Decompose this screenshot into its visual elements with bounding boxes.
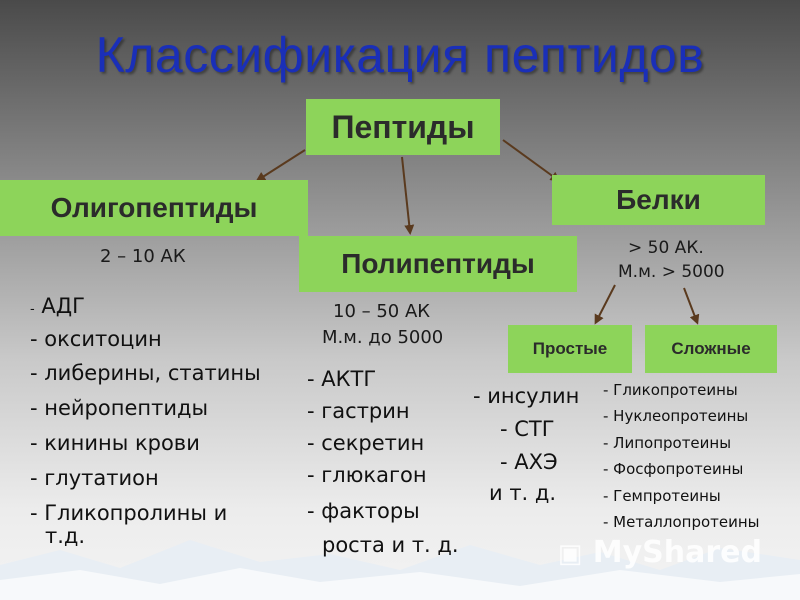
simple-proteins-box: Простые [508,325,632,373]
poly-item: - факторы [307,499,420,523]
complex-item: - Гемпротеины [603,487,721,505]
oligo-item: - глутатион [30,466,159,490]
poly-item: - АКТГ [307,367,377,391]
poly-item: - секретин [307,431,425,455]
arrow-to-complex [683,287,700,325]
poly-item: - гастрин [307,399,410,423]
simple-item: - СТГ [500,417,555,441]
simple-item: и т. д. [489,481,557,505]
oligo-item: - нейропептиды [30,396,209,420]
complex-item: - Фосфопротеины [603,460,744,478]
simple-item: - АХЭ [500,450,558,474]
snow-landscape [0,540,800,600]
oligo-item: - окситоцин [30,327,162,351]
complex-item: - Липопротеины [603,434,732,452]
poly-item-tail: роста и т. д. [322,533,459,557]
proteins-range-line1: > 50 АК. [628,238,704,258]
complex-proteins-box: Сложные [645,325,777,373]
poly-range-line1: 10 – 50 АК [333,301,431,322]
proteins-box: Белки [552,175,765,225]
oligo-item-tail: т.д. [45,524,86,548]
poly-box: Полипептиды [299,236,577,292]
proteins-range-line2: М.м. > 5000 [618,262,725,282]
arrow-to-oligo [255,149,306,182]
oligo-box: Олигопептиды [0,180,308,236]
poly-item: - глюкагон [307,463,427,487]
arrow-to-proteins [502,139,561,182]
complex-item: - Металлопротеины [603,513,760,531]
watermark: ▣ MyShared [557,535,762,570]
complex-item: - Гликопротеины [603,381,738,399]
root-box: Пептиды [306,99,500,155]
oligo-range: 2 – 10 АК [100,246,186,267]
arrow-to-simple [594,284,616,325]
oligo-item-first: - АДГ [30,294,85,318]
page-title: Классификация пептидов [95,27,705,83]
complex-item: - Нуклеопротеины [603,407,749,425]
oligo-item: - Гликопролины и [30,501,228,525]
presentation-icon: ▣ [557,539,583,569]
oligo-item: - либерины, статины [30,361,261,385]
simple-item: - инсулин [473,384,580,408]
arrow-to-poly [401,156,415,235]
poly-range-line2: М.м. до 5000 [322,327,444,348]
oligo-item: - кинины крови [30,431,200,455]
